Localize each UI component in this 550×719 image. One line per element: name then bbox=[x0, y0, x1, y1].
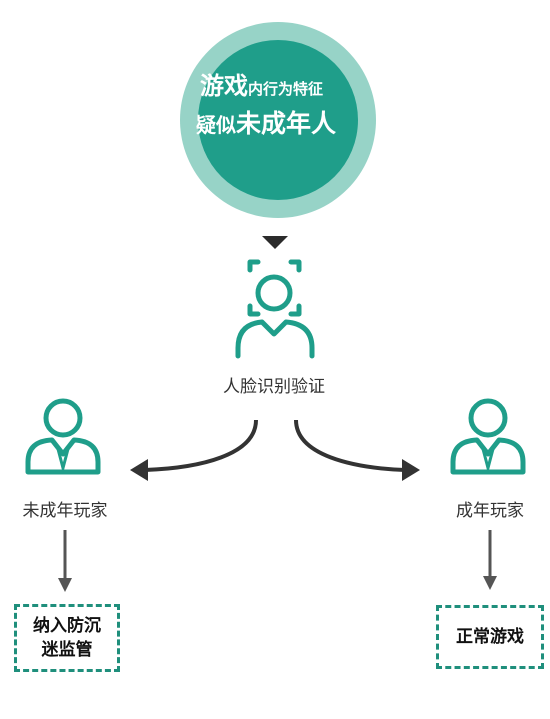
header-title-behavior: 内行为特征 bbox=[248, 80, 324, 98]
arrow-to-adult-head bbox=[402, 459, 420, 481]
adult-collar bbox=[481, 448, 495, 474]
adult-down-arrow-head bbox=[483, 576, 497, 590]
header-circle-inner bbox=[198, 40, 358, 200]
arrow-to-minor-head bbox=[130, 459, 148, 481]
minor-result-box: 纳入防沉 迷监管 bbox=[14, 604, 120, 672]
header-title-line1: 游戏内行为特征 bbox=[200, 66, 385, 101]
center-label: 人脸识别验证 bbox=[223, 377, 325, 397]
arrow-to-adult bbox=[294, 419, 406, 472]
minor-down-arrow-head bbox=[58, 578, 72, 592]
header-title-game: 游戏 bbox=[200, 72, 248, 100]
minor-result-line2: 迷监管 bbox=[41, 640, 93, 660]
adult-label: 成年玩家 bbox=[456, 501, 524, 521]
minor-label: 未成年玩家 bbox=[22, 501, 108, 521]
minor-person-icon bbox=[25, 398, 101, 475]
header-title-line2: 疑似未成年人 bbox=[196, 104, 336, 140]
adult-result-box: 正常游戏 bbox=[436, 605, 544, 669]
face-scan-icon bbox=[235, 259, 315, 359]
arrow-to-minor bbox=[144, 419, 258, 472]
adult-result-text: 正常游戏 bbox=[456, 627, 524, 647]
minor-result-line1: 纳入防沉 bbox=[33, 616, 101, 636]
header-title-minor: 未成年人 bbox=[236, 109, 337, 138]
adult-person-icon bbox=[450, 398, 526, 475]
header-title-suspect: 疑似 bbox=[196, 113, 236, 137]
minor-collar bbox=[56, 448, 70, 474]
down-triangle-icon bbox=[262, 236, 288, 249]
